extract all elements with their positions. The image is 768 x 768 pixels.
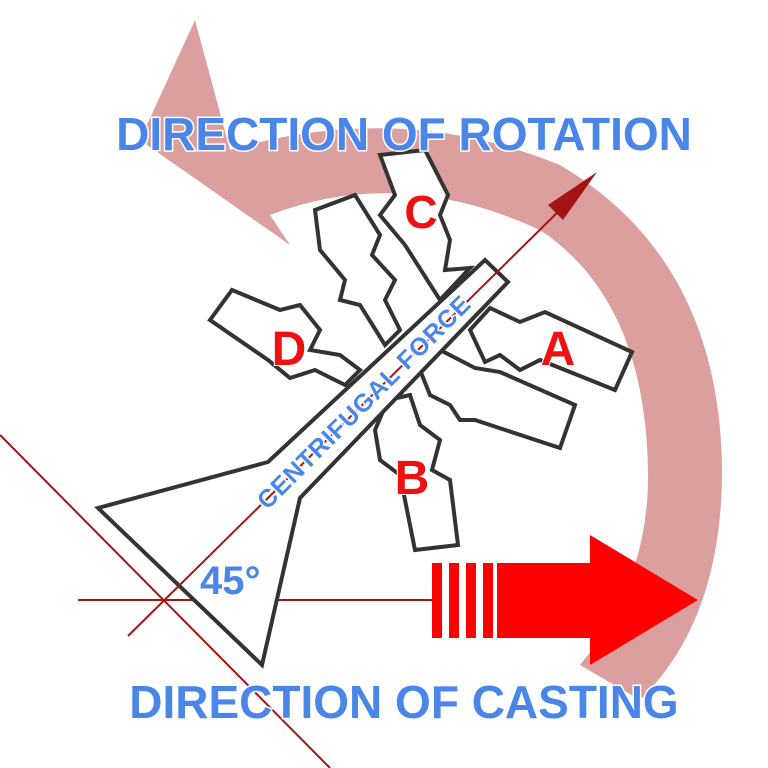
part-b-outline: [372, 392, 461, 553]
angle-label: 45°: [200, 559, 261, 603]
direction-of-casting-label: DIRECTION OF CASTING: [129, 676, 678, 728]
part-c-outline: [377, 147, 475, 304]
part-lower-right-outline: [417, 347, 578, 451]
centrifugal-force-arrow-icon: [127, 172, 597, 637]
casting-arrow-icon: [432, 535, 698, 665]
part-label-b: B: [395, 452, 430, 505]
part-label-a: A: [541, 323, 576, 376]
part-a-outline: [467, 305, 635, 393]
direction-of-rotation-label: DIRECTION OF ROTATION: [116, 108, 692, 160]
part-label-c: C: [404, 186, 437, 238]
part-upper-outline: [312, 192, 403, 349]
part-label-d: D: [272, 323, 307, 376]
part-d-outline: [207, 287, 364, 388]
